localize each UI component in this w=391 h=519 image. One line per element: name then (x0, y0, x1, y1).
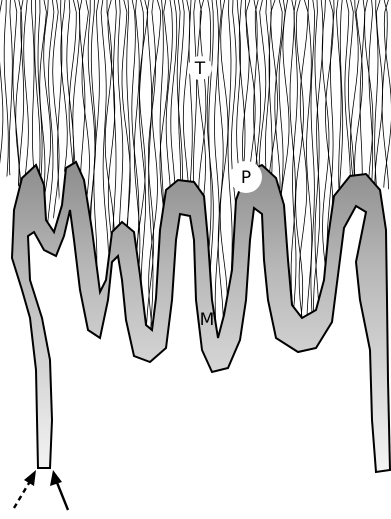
solid-arrow-icon (50, 470, 68, 510)
label-tissue: T (194, 59, 206, 79)
hair-strand (9, 0, 13, 372)
hair-strand (46, 0, 54, 372)
hair-strand (112, 0, 116, 372)
dashed-arrow-icon (14, 470, 36, 508)
hair-strand (0, 0, 3, 372)
hair-strand (52, 0, 59, 372)
label-papilla: P (241, 168, 251, 188)
hair-strand (4, 0, 8, 372)
hair-strand (105, 0, 114, 372)
label-matrix: M (200, 310, 215, 330)
